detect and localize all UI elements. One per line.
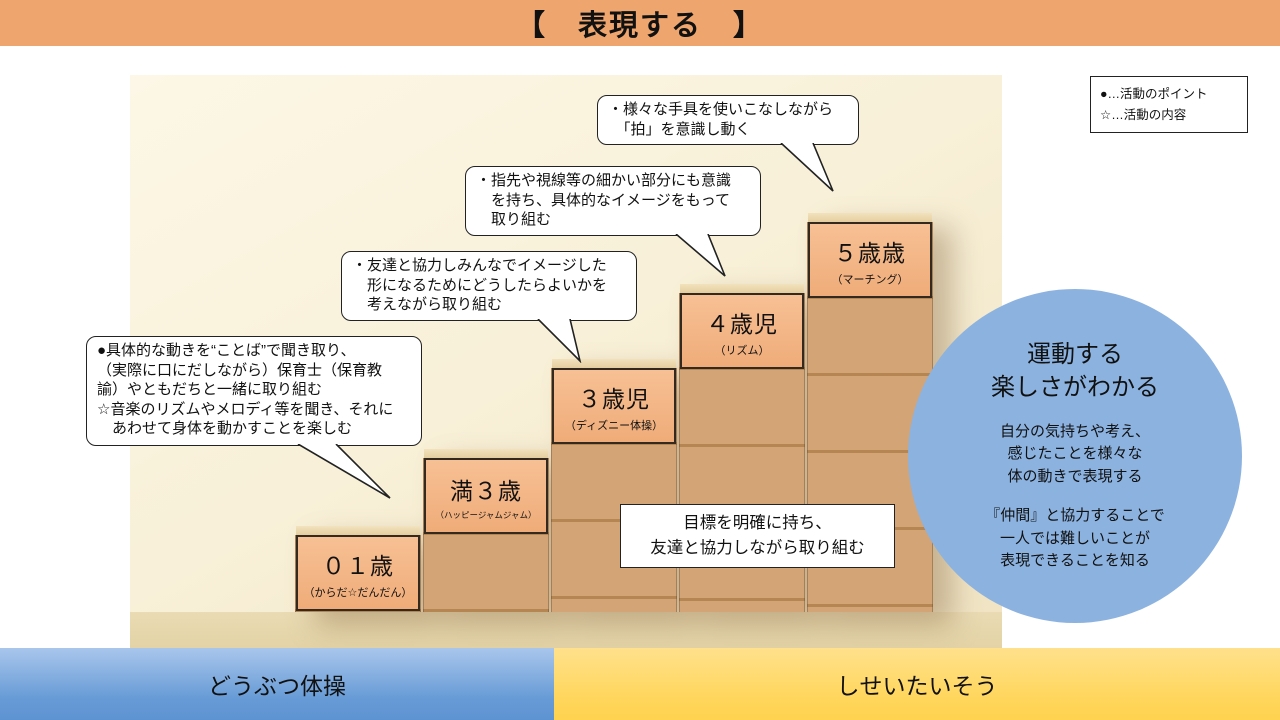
- step-face: ４歳児 （リズム）: [680, 293, 804, 369]
- floor: [130, 612, 1002, 652]
- step-sublabel: （マーチング）: [831, 273, 909, 286]
- outcome-line: 自分の気持ちや考え、: [999, 422, 1150, 440]
- step-column-0-1yo: ０１歳 （からだ☆だんだん）: [295, 526, 421, 612]
- bubble-tail-4yo: [675, 234, 726, 277]
- outcome-circle: 運動する 楽しさがわかる 自分の気持ちや考え、 感じたことを様々な 体の動きで表…: [908, 289, 1242, 623]
- step-face: ５歳歳 （マーチング）: [808, 222, 932, 298]
- step-top-face: [296, 526, 420, 535]
- bubble-line: 「拍」を意識し動く: [608, 120, 751, 138]
- step-top-face: [808, 213, 932, 222]
- legend-line-content: ☆…活動の内容: [1100, 107, 1187, 122]
- goal-box: 目標を明確に持ち、 友達と協力しながら取り組む: [620, 504, 895, 568]
- outcome-line: 感じたことを様々な: [1007, 445, 1143, 463]
- bubble-tail-5yo: [780, 143, 834, 192]
- goal-line: 友達と協力しながら取り組む: [650, 538, 865, 557]
- step-face: ３歳児 （ディズニー体操）: [552, 368, 676, 444]
- outcome-line: 体の動きで表現する: [1007, 467, 1143, 485]
- speech-bubble-5yo: ・様々な手具を使いこなしながら 「拍」を意識し動く: [597, 95, 859, 145]
- footer-right-label: しせいたいそう: [836, 673, 998, 699]
- outcome-title: 運動する 楽しさがわかる: [991, 339, 1159, 404]
- step-sublabel: （リズム）: [714, 344, 770, 357]
- bubble-tail-3yo: [537, 319, 582, 363]
- bubble-line: を持ち、具体的なイメージをもって: [476, 191, 730, 209]
- outcome-paragraph-1: 自分の気持ちや考え、 感じたことを様々な 体の動きで表現する: [1000, 421, 1150, 489]
- outcome-line: 表現できることを知る: [1000, 552, 1150, 570]
- bubble-line: 形になるためにどうしたらよいかを: [352, 276, 608, 294]
- page-title: 【 表現する 】: [515, 10, 764, 42]
- step-label: 満３歳: [450, 477, 522, 504]
- footer-left-label: どうぶつ体操: [208, 673, 346, 699]
- step-label: ５歳歳: [834, 239, 906, 266]
- bubble-line: ●具体的な動きを“ことば”で聞き取り、: [97, 342, 356, 359]
- outcome-line: 一人では難しいことが: [999, 529, 1150, 547]
- step-sublabel: （ハッピージャムジャム）: [435, 509, 537, 520]
- title-bar: 【 表現する 】: [0, 0, 1280, 46]
- bubble-line: ・指先や視線等の細かい部分にも意識: [476, 172, 732, 189]
- bubble-tail-early3yo: [297, 444, 391, 499]
- legend-box: ●…活動のポイント ☆…活動の内容: [1090, 76, 1248, 134]
- speech-bubble-early3yo: ●具体的な動きを“ことば”で聞き取り、 （実際に口にだしながら）保育士（保育教 …: [86, 336, 422, 446]
- step-label: ３歳児: [578, 385, 650, 412]
- speech-bubble-3yo: ・友達と協力しみんなでイメージした 形になるためにどうしたらよいかを 考えながら…: [341, 251, 637, 321]
- bubble-line: ☆音楽のリズムやメロディ等を聞き、それに: [97, 400, 394, 418]
- step-label: ４歳児: [706, 310, 778, 337]
- step-label: ０１歳: [322, 552, 394, 579]
- step-top-face: [424, 449, 548, 458]
- staircase: ０１歳 （からだ☆だんだん） 満３歳 （ハッピージャムジャム） ３歳児 （ディズ…: [130, 75, 1002, 652]
- outcome-title-line: 運動する: [1027, 341, 1123, 369]
- step-column-3yo-early: 満３歳 （ハッピージャムジャム）: [423, 449, 549, 612]
- bubble-line: 取り組む: [476, 211, 552, 228]
- step-face: 満３歳 （ハッピージャムジャム）: [424, 458, 548, 534]
- bubble-line: ・様々な手具を使いこなしながら: [608, 101, 834, 118]
- speech-bubble-4yo: ・指先や視線等の細かい部分にも意識 を持ち、具体的なイメージをもって 取り組む: [465, 166, 761, 236]
- bubble-line: （実際に口にだしながら）保育士（保育教: [97, 361, 383, 379]
- step-column-3yo: ３歳児 （ディズニー体操）: [551, 359, 677, 612]
- bubble-line: あわせて身体を動かすことを楽しむ: [97, 420, 353, 437]
- step-top-face: [552, 359, 676, 368]
- step-top-face: [680, 284, 804, 293]
- footer-left: どうぶつ体操: [0, 648, 554, 720]
- step-sublabel: （ディズニー体操）: [564, 419, 664, 432]
- footer-right: しせいたいそう: [554, 648, 1280, 720]
- step-face: ０１歳 （からだ☆だんだん）: [296, 535, 420, 611]
- goal-line: 目標を明確に持ち、: [683, 514, 832, 532]
- legend-line-point: ●…活動のポイント: [1100, 87, 1208, 101]
- bubble-line: ・友達と協力しみんなでイメージした: [352, 257, 607, 274]
- outcome-paragraph-2: 『仲間』と協力することで 一人では難しいことが 表現できることを知る: [985, 505, 1165, 573]
- bubble-line: 考えながら取り組む: [352, 296, 503, 313]
- bubble-line: 諭）やともだちと一緒に取り組む: [97, 381, 323, 398]
- outcome-line: 『仲間』と協力することで: [985, 507, 1165, 525]
- outcome-title-line: 楽しさがわかる: [991, 373, 1159, 401]
- step-sublabel: （からだ☆だんだん）: [303, 586, 413, 599]
